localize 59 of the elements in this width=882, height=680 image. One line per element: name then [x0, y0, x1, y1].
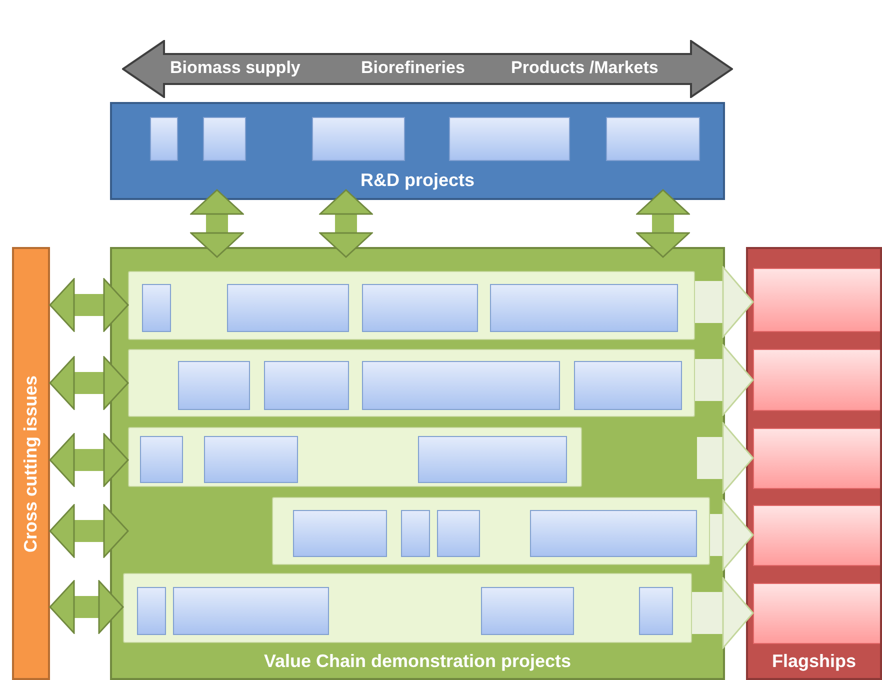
project-box — [173, 587, 329, 635]
flagship-box — [753, 349, 880, 411]
value-chain-row — [272, 497, 710, 565]
project-box — [178, 361, 250, 410]
block-arrow — [692, 577, 754, 649]
project-box — [204, 436, 298, 483]
flagship-box — [753, 268, 880, 332]
double-arrow — [319, 189, 373, 258]
project-box — [140, 436, 183, 483]
value-chain-row — [128, 427, 582, 487]
project-box — [264, 361, 349, 410]
side-bar-label: Cross cutting issues — [20, 374, 42, 552]
project-box — [293, 510, 387, 557]
project-box — [227, 284, 349, 332]
stage-label: Biomass supply — [170, 58, 300, 78]
project-box — [530, 510, 697, 557]
project-box — [606, 117, 700, 161]
double-arrow — [636, 189, 690, 258]
double-arrow — [190, 189, 244, 258]
panel-label: Value Chain demonstration projects — [264, 651, 572, 672]
block-arrow — [710, 499, 754, 571]
panel-label: R&D projects — [360, 170, 475, 191]
flagship-box — [753, 428, 880, 489]
project-box — [639, 587, 673, 635]
block-arrow — [697, 422, 754, 494]
value-chain-row — [128, 349, 695, 417]
value-chain-row — [123, 573, 692, 643]
project-box — [362, 361, 560, 410]
project-box — [437, 510, 480, 557]
double-arrow — [49, 278, 129, 332]
project-box — [137, 587, 166, 635]
project-box — [481, 587, 574, 635]
double-arrow-band — [122, 40, 733, 98]
project-box — [401, 510, 430, 557]
demonstration-panel — [110, 247, 725, 680]
block-arrow — [695, 344, 754, 416]
stage-label: Biorefineries — [361, 58, 465, 78]
flagship-box — [753, 583, 880, 644]
double-arrow — [49, 580, 124, 634]
double-arrow — [49, 356, 129, 410]
flagship-box — [753, 505, 880, 566]
project-box — [150, 117, 178, 161]
double-arrow — [49, 504, 129, 558]
project-box — [449, 117, 570, 161]
project-box — [362, 284, 478, 332]
double-arrow — [49, 433, 129, 487]
block-arrow — [695, 266, 754, 338]
value-chain-row — [128, 271, 695, 340]
flagship-panel — [746, 247, 882, 680]
project-box — [490, 284, 678, 332]
project-box — [142, 284, 171, 332]
project-box — [312, 117, 405, 161]
project-box — [418, 436, 567, 483]
stage-label: Products /Markets — [511, 58, 658, 78]
project-box — [203, 117, 246, 161]
project-box — [574, 361, 682, 410]
side-bar — [12, 247, 50, 680]
panel-label: Flagships — [772, 651, 856, 672]
research-panel — [110, 102, 725, 200]
